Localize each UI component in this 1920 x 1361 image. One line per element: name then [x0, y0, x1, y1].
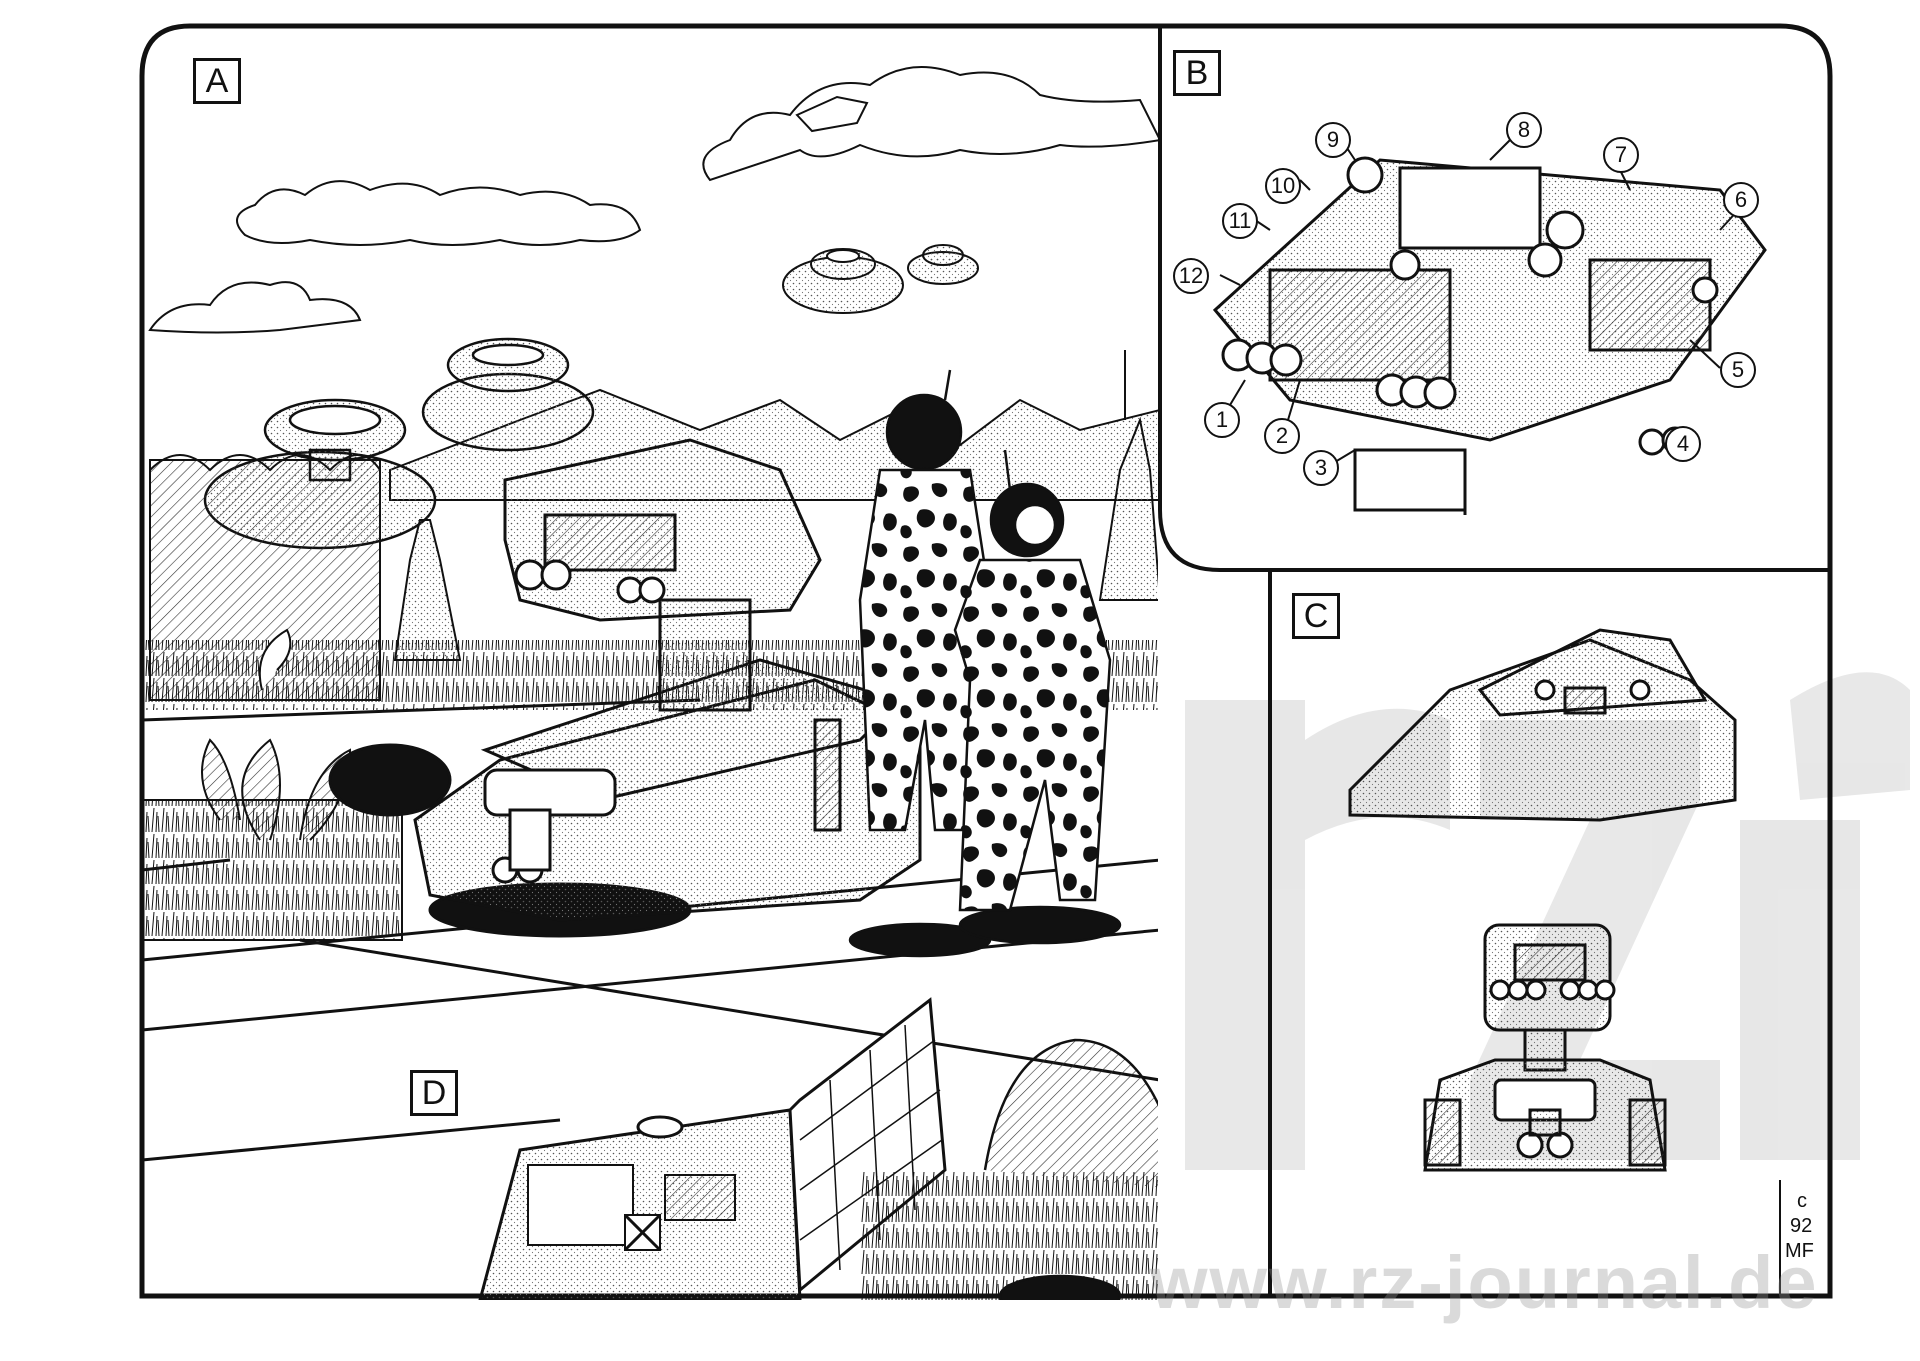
callout-5: 5 [1720, 352, 1756, 388]
panel-c-label: C [1292, 593, 1340, 639]
dome-tent [860, 1038, 1158, 1300]
astronaut-figure [953, 449, 1122, 945]
callout-4: 4 [1665, 426, 1701, 462]
callout-8: 8 [1506, 112, 1542, 148]
saucer [782, 248, 904, 314]
credit-line-1: c [1797, 1190, 1807, 1212]
vehicle-side-view [1348, 628, 1737, 822]
panel-b-frame [1158, 28, 1828, 572]
callout-12: 12 [1173, 258, 1209, 294]
credit-line-2: 92 [1790, 1215, 1813, 1237]
hover-vehicle [328, 438, 922, 938]
callout-3: 3 [1303, 450, 1339, 486]
callout-7: 7 [1603, 137, 1639, 173]
callout-6: 6 [1723, 182, 1759, 218]
flying-craft [795, 95, 869, 133]
callout-1: 1 [1204, 402, 1240, 438]
cloud [148, 281, 362, 334]
panel-b-label: B [1173, 50, 1221, 96]
cloud [236, 180, 642, 246]
watermark-url: www.rz-journal.de [1150, 1241, 1819, 1324]
saucer-building [421, 337, 595, 452]
astronaut-figure [848, 369, 992, 958]
vehicle-detail-view [1212, 139, 1767, 515]
saucer [907, 244, 979, 285]
callout-2: 2 [1264, 418, 1300, 454]
vehicle-front-view [1423, 923, 1667, 1172]
credit-line-3: MF [1785, 1240, 1814, 1262]
panel-a-label: A [193, 58, 241, 104]
outer-frame [139, 23, 1833, 1299]
cloud [702, 66, 1158, 182]
callout-11: 11 [1222, 203, 1258, 239]
alien-plant [141, 628, 403, 941]
panel-d-label: D [410, 1070, 458, 1116]
panel-a-scene [141, 66, 1158, 1300]
callout-10: 10 [1265, 168, 1301, 204]
callout-9: 9 [1315, 122, 1351, 158]
portable-terminal [478, 997, 947, 1300]
tower [393, 350, 1158, 661]
